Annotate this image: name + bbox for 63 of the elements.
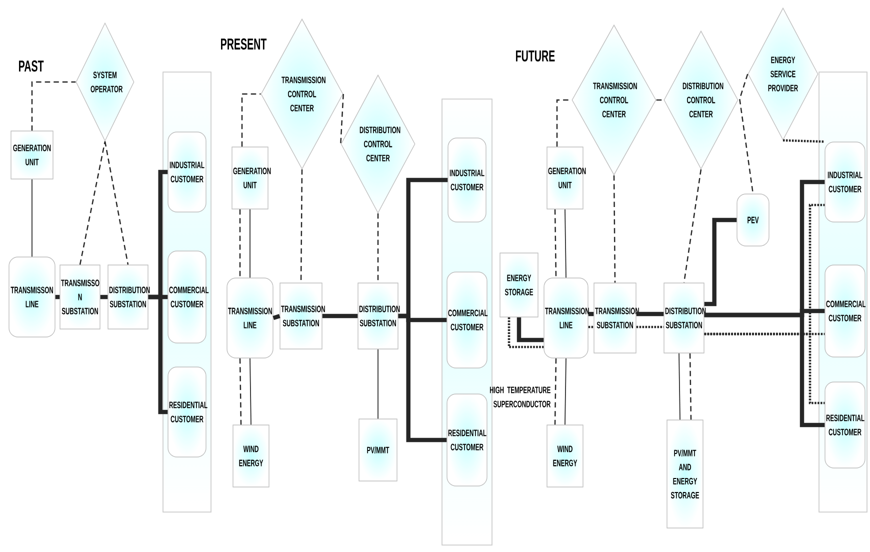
connector-line [588, 312, 594, 316]
connector-line [554, 358, 557, 425]
customer-box: COMMERCIAL CUSTOMER [168, 250, 209, 344]
connector-line [516, 317, 544, 342]
substation-box: TRANSMISSION SUBSTATION [594, 282, 639, 354]
connector-line [104, 141, 129, 265]
connector-line [588, 326, 594, 328]
connector-line [564, 208, 566, 278]
annotation-text: HIGH TEMPERATURE SUPERCONDUCTOR [490, 386, 551, 408]
connector-line [148, 294, 168, 414]
wind-energy-box: WIND ENERGY [546, 424, 584, 488]
customer-box: INDUSTRIAL CUSTOMER [824, 142, 866, 222]
connector-line [377, 213, 379, 283]
connector-line [322, 314, 358, 318]
connector-line [636, 312, 664, 316]
substation-box: TRANSMISSION SUBSTATION [280, 282, 325, 350]
connector-line [239, 209, 241, 278]
customer-box: INDUSTRIAL CUSTOMER [168, 132, 206, 212]
substation-box: TRANSMISSO N SUBSTATION [60, 264, 100, 330]
connector-line [340, 94, 344, 144]
connector-line [704, 218, 737, 306]
connector-line [241, 93, 261, 147]
connector-line [398, 314, 447, 442]
customer-box: RESIDENTIAL CUSTOMER [824, 382, 866, 468]
connector-line [678, 352, 680, 420]
connector-line [250, 358, 252, 426]
substation-box: DISTRIBUTION SUBSTATION [358, 282, 400, 350]
connector-line [704, 312, 825, 428]
customer-box: COMMERCIAL CUSTOMER [446, 272, 488, 368]
customer-box: INDUSTRIAL CUSTOMER [448, 138, 486, 222]
wind-energy-box: WIND ENERGY [232, 424, 270, 488]
connector-line [739, 74, 754, 194]
section-title: FUTURE [516, 50, 555, 62]
customer-box: RESIDENTIAL CUSTOMER [168, 366, 208, 458]
connector-line [683, 169, 702, 283]
connector-line [782, 139, 825, 143]
connector-line [100, 294, 108, 300]
generation-box: GENERATION UNIT [232, 146, 271, 210]
pv-storage-box: PV/MMT AND ENERGY STORAGE [666, 420, 704, 528]
connector-line [636, 326, 664, 328]
connector-line [656, 99, 664, 101]
connector-line [704, 332, 825, 404]
connector-line [272, 314, 280, 320]
storage-box: ENERGY STORAGE [500, 252, 538, 318]
generation-box: GENERATION UNIT [10, 130, 54, 180]
connector-line [31, 81, 76, 131]
customer-box: COMMERCIAL CUSTOMER [824, 264, 866, 358]
connector-line [239, 358, 242, 425]
substation-box: DISTRIBUTION SUBSTATION [108, 264, 150, 330]
pev-box: PEV [736, 194, 770, 246]
connector-line [613, 175, 616, 283]
generation-box: GENERATION UNIT [546, 146, 586, 210]
connector-line [508, 317, 544, 348]
connector-line [300, 169, 303, 283]
section-title: PAST [19, 60, 44, 72]
connector-line [689, 353, 692, 420]
connector-line [564, 358, 566, 426]
connector-line [554, 209, 557, 278]
connector-line [55, 294, 60, 300]
substation-box: DISTRIBUTION SUBSTATION [664, 282, 706, 354]
customer-box: RESIDENTIAL CUSTOMER [446, 394, 488, 486]
pv-box: PV/MMT [358, 418, 398, 482]
connector-line [79, 141, 106, 265]
